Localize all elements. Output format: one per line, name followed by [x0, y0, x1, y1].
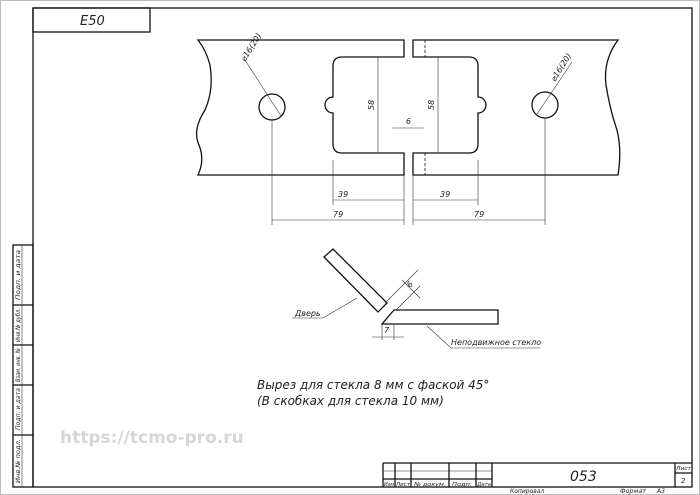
- fixed-glass: [380, 309, 499, 325]
- door-label: Дверь: [294, 309, 321, 318]
- dim-58-right: 58: [427, 100, 436, 110]
- dim-gap: 6: [406, 117, 411, 126]
- designation: 053: [570, 469, 597, 485]
- col-label: Лист: [395, 482, 411, 488]
- dim-chamfer: 7: [384, 326, 390, 335]
- dim-79-left: 79: [333, 210, 343, 219]
- dim-glass-gap: 6: [405, 279, 415, 289]
- dimensions: ⌀16(20) ⌀16(20) 58 58 6 39 39 79 79: [239, 32, 573, 225]
- corner-code: E50: [80, 14, 105, 29]
- format-label: Формат: [620, 488, 647, 495]
- note-line-1: Вырез для стекла 8 мм с фаской 45°: [257, 378, 489, 392]
- left-glass-panel: [195, 39, 405, 176]
- sheet-number: 2: [681, 477, 686, 485]
- door-glass: [323, 248, 388, 313]
- dim-58-left: 58: [367, 100, 376, 110]
- note-line-2: (В скобках для стекла 10 мм): [257, 394, 444, 408]
- title-block: Изм Лист № докум. Подп. Дата 053 Лист 2 …: [382, 462, 692, 495]
- dim-hole-left: ⌀16(20): [239, 32, 263, 63]
- corner-code-box: [32, 7, 151, 33]
- copied-label: Копировал: [510, 488, 544, 495]
- col-label: Дата: [476, 482, 492, 488]
- right-hole: [531, 91, 559, 119]
- col-label: Изм: [384, 482, 394, 488]
- dim-79-right: 79: [474, 210, 484, 219]
- fixed-glass-label: Неподвижное стекло: [451, 338, 541, 347]
- side-label: Подп. и дата: [14, 250, 22, 300]
- drawing-frame: [32, 7, 693, 488]
- watermark-text: https://tcmo-pro.ru: [60, 428, 244, 448]
- side-label: Взам. инв. №: [14, 348, 22, 382]
- format-value: A3: [656, 488, 665, 495]
- dim-39-left: 39: [338, 190, 348, 199]
- col-label: № докум.: [413, 482, 446, 488]
- left-hole: [258, 93, 286, 121]
- col-label: Подп.: [452, 482, 472, 488]
- dim-39-right: 39: [440, 190, 450, 199]
- section-view: 6 7 Дверь Неподвижное стекло Вырез для с…: [257, 248, 541, 408]
- side-label: Подп. и дата: [14, 388, 22, 430]
- side-label: Инв.№ дубл.: [14, 308, 22, 342]
- side-label: Инв.№ подл.: [14, 439, 22, 483]
- sheet-label: Лист: [675, 466, 692, 472]
- right-glass-panel: [412, 39, 621, 176]
- side-strip: Подп. и дата Инв.№ дубл. Взам. инв. № По…: [12, 244, 34, 488]
